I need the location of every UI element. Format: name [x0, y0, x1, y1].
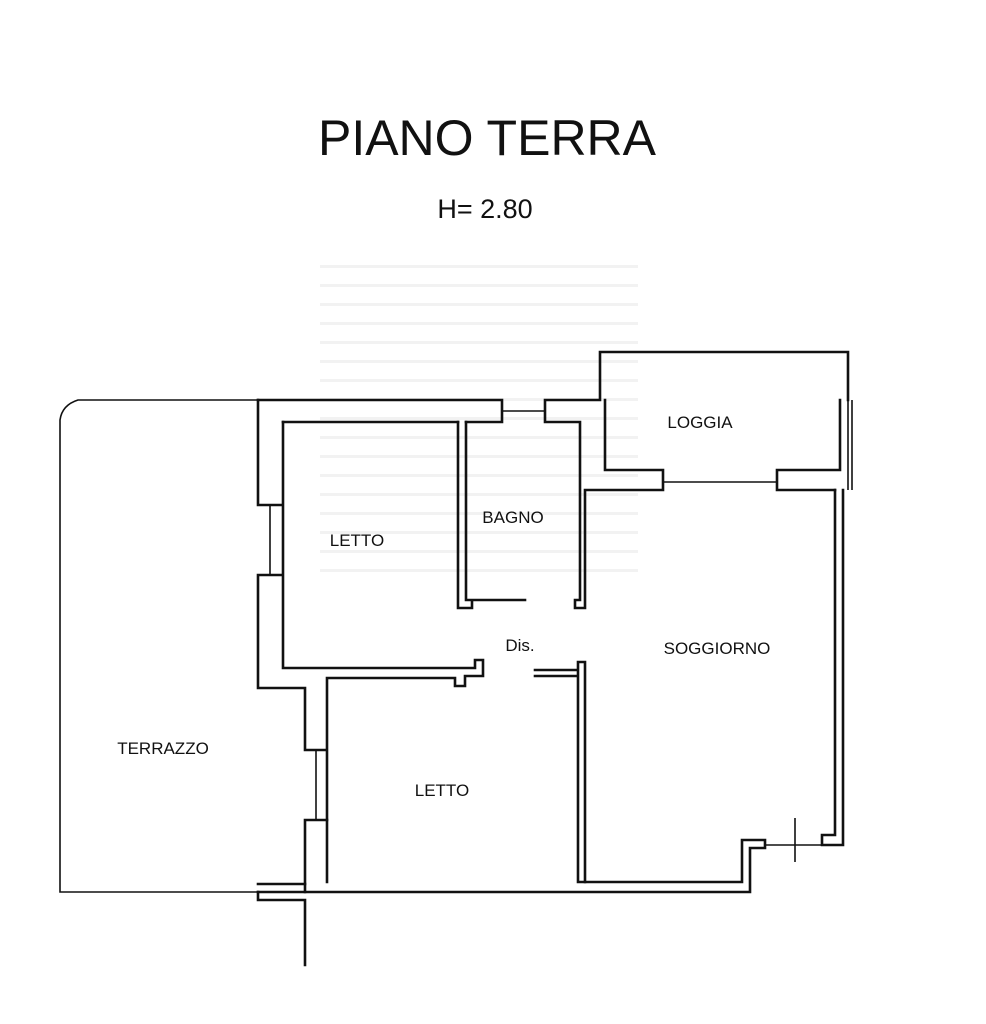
room-label-soggiorno: SOGGIORNO	[664, 639, 771, 658]
room-label-disimpegno: Dis.	[505, 636, 534, 655]
wall-loggia	[775, 398, 842, 492]
wall-top	[256, 398, 504, 424]
wall-soggiorno-bottom	[256, 838, 767, 894]
wall-bottom-extension	[256, 882, 307, 967]
window-loggia	[663, 400, 853, 490]
ceiling-height: H= 2.80	[437, 194, 532, 224]
plan-title: PIANO TERRA	[318, 110, 657, 166]
room-label-terrazzo: TERRAZZO	[117, 739, 209, 758]
wall-soggiorno-right	[820, 488, 845, 847]
room-label-loggia: LOGGIA	[667, 413, 733, 432]
wall-letto2-left	[303, 818, 329, 894]
room-label-letto-2: LETTO	[415, 781, 469, 800]
wall-dis-right	[533, 660, 587, 884]
wall-bagno	[456, 420, 527, 610]
terrace-outline	[59, 399, 258, 893]
wall-letto1-left	[256, 398, 485, 884]
wall-top-right	[543, 350, 850, 610]
room-label-letto-1: LETTO	[330, 531, 384, 550]
door-mark	[765, 818, 822, 862]
room-label-bagno: BAGNO	[482, 508, 543, 527]
